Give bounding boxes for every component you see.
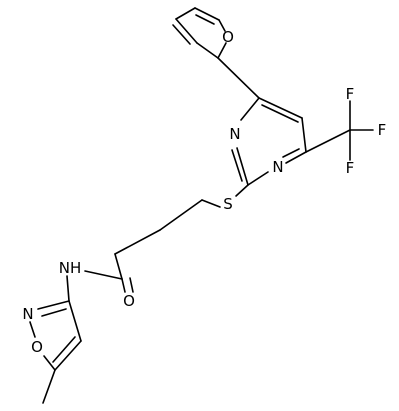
bond-c2-s [235,184,249,197]
bond-carbonyl-o-double [129,277,134,293]
bond-isox-c4-c5-double [52,336,76,363]
atom-labels: O N N S F F F NH O N O [22,28,386,356]
amide-nh-label: NH [59,259,82,277]
bond-isox-o-n [29,321,36,338]
bond-ch2a-ch2b [159,199,203,231]
bond-pyr-c2-n3 [236,147,249,186]
bond-ch2b-ch2c [114,229,161,255]
bond-pyr-c6-n1 [285,151,307,164]
bond-pyr-n3-c4 [240,97,260,121]
bond-pyr-c5-c6 [301,117,307,153]
bond-furan-c5-o [218,19,226,32]
isoxazole-nitrogen-label: N [22,305,33,323]
bond-c5-methyl [42,369,56,404]
bond-c6-cf3 [305,129,351,153]
fluorine-bottom-label: F [346,159,355,177]
bond-pyr-c4-c5 [258,97,303,119]
furan-oxygen-label: O [222,28,234,46]
bond-furan-pyrimidine [217,57,260,99]
bonds [29,7,374,404]
bond-furan-c1-c2 [196,42,219,59]
fluorine-right-label: F [378,121,387,139]
bond-isox-n-c3-double [41,308,67,317]
pyrimidine-n3-label: N [229,125,240,143]
bond-pyr-c2-n3-double [231,149,243,182]
fluorine-top-label: F [346,85,355,103]
bond-nh-isoxazole [66,275,70,302]
bond-s-ch2a [201,199,221,208]
bond-isox-n-c3 [37,300,70,310]
bond-pyr-c6-n1-double [282,148,300,158]
bond-pyr-n1-c2 [247,171,269,186]
bond-furan-o-c1 [217,42,227,59]
bond-isox-c4-c5 [54,340,82,371]
bond-furan-c3-c4 [175,7,196,20]
bond-furan-c4-c5-double [195,14,215,25]
bond-carbonyl-nh [84,270,123,280]
carbonyl-oxygen-label: O [123,292,135,310]
thioether-sulfur-label: S [223,195,233,213]
bond-isox-c3-c4 [68,300,82,342]
bond-furan-c4-c5 [194,7,220,21]
bond-furan-c2-c3 [175,18,198,44]
bond-furan-c2-c3-double [172,24,191,45]
bond-pyr-c4-c5-double [261,104,299,123]
bond-ch2c-carbonyl [114,253,123,280]
bond-isox-c5-o [43,355,56,371]
pyrimidine-n1-label: N [272,158,283,176]
isoxazole-oxygen-label: O [31,338,43,356]
bond-carbonyl-o [121,278,126,293]
